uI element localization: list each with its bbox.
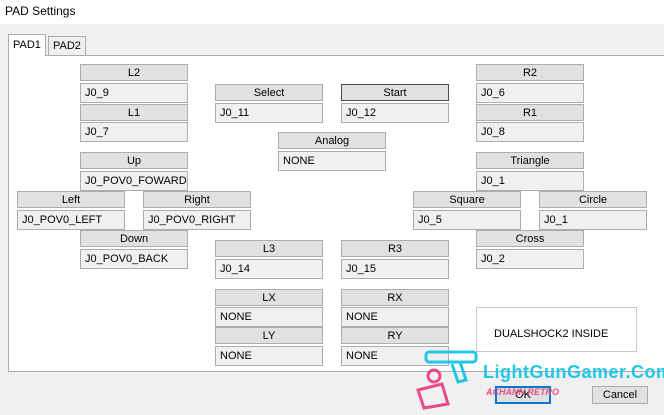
cancel-button[interactable]: Cancel xyxy=(592,386,648,404)
up-field[interactable]: J0_POV0_FOWARD xyxy=(80,171,188,191)
select-button[interactable]: Select xyxy=(215,84,323,101)
analog-button[interactable]: Analog xyxy=(278,132,386,149)
triangle-field[interactable]: J0_1 xyxy=(476,171,584,191)
l2-button[interactable]: L2 xyxy=(80,64,188,81)
triangle-button[interactable]: Triangle xyxy=(476,152,584,169)
watermark-logo: LightGunGamer.Com ACHANN RETRO xyxy=(414,346,664,412)
left-field[interactable]: J0_POV0_LEFT xyxy=(17,210,125,230)
title-bar: PAD Settings xyxy=(0,0,664,24)
square-button[interactable]: Square xyxy=(413,191,521,208)
select-field[interactable]: J0_11 xyxy=(215,103,323,123)
start-button[interactable]: Start xyxy=(341,84,449,101)
r3-button[interactable]: R3 xyxy=(341,240,449,257)
r2-field[interactable]: J0_6 xyxy=(476,83,584,103)
down-button[interactable]: Down xyxy=(80,230,188,247)
tab-pad2[interactable]: PAD2 xyxy=(48,36,86,55)
watermark-text: LightGunGamer.Com xyxy=(483,362,664,382)
l1-button[interactable]: L1 xyxy=(80,104,188,121)
down-field[interactable]: J0_POV0_BACK xyxy=(80,249,188,269)
r2-button[interactable]: R2 xyxy=(476,64,584,81)
square-field[interactable]: J0_5 xyxy=(413,210,521,230)
analog-field[interactable]: NONE xyxy=(278,151,386,171)
right-field[interactable]: J0_POV0_RIGHT xyxy=(143,210,251,230)
right-button[interactable]: Right xyxy=(143,191,251,208)
rx-button[interactable]: RX xyxy=(341,289,449,306)
circle-button[interactable]: Circle xyxy=(539,191,647,208)
ry-button[interactable]: RY xyxy=(341,327,449,344)
cross-button[interactable]: Cross xyxy=(476,230,584,247)
lx-button[interactable]: LX xyxy=(215,289,323,306)
ok-button[interactable]: OK xyxy=(495,386,551,404)
r1-field[interactable]: J0_8 xyxy=(476,122,584,142)
l3-field[interactable]: J0_14 xyxy=(215,259,323,279)
window-title: PAD Settings xyxy=(5,4,76,18)
circle-field[interactable]: J0_1 xyxy=(539,210,647,230)
l1-field[interactable]: J0_7 xyxy=(80,122,188,142)
ry-field[interactable]: NONE xyxy=(341,346,449,366)
ly-field[interactable]: NONE xyxy=(215,346,323,366)
controller-info-text: DUALSHOCK2 INSIDE xyxy=(494,328,609,340)
l3-button[interactable]: L3 xyxy=(215,240,323,257)
lx-field[interactable]: NONE xyxy=(215,307,323,327)
ly-button[interactable]: LY xyxy=(215,327,323,344)
r1-button[interactable]: R1 xyxy=(476,104,584,121)
lightgun-icon xyxy=(416,350,478,410)
watermark-subtext: ACHANN RETRO xyxy=(486,387,559,397)
controller-info-box: DUALSHOCK2 INSIDE xyxy=(476,307,637,352)
tab-pad1[interactable]: PAD1 xyxy=(8,34,46,56)
rx-field[interactable]: NONE xyxy=(341,307,449,327)
r3-field[interactable]: J0_15 xyxy=(341,259,449,279)
cross-field[interactable]: J0_2 xyxy=(476,249,584,269)
left-button[interactable]: Left xyxy=(17,191,125,208)
start-field[interactable]: J0_12 xyxy=(341,103,449,123)
l2-field[interactable]: J0_9 xyxy=(80,83,188,103)
up-button[interactable]: Up xyxy=(80,152,188,169)
